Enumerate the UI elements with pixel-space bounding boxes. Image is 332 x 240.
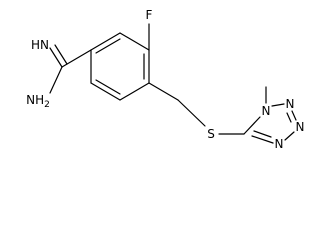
tetrazole-n1-n2 [271, 103, 285, 107]
imine-label: HN [31, 38, 49, 52]
fluorine-label: F [146, 8, 153, 22]
amine-main: NH [26, 93, 44, 107]
tetrazole-n3-n4 [284, 131, 295, 141]
c-n-double-bond-a [49, 47, 63, 68]
tetrazole-n4-label: N [275, 137, 284, 151]
ring-bond-top-left [90, 32, 121, 51]
bonds [49, 23, 297, 144]
ring-bond-top-right [119, 32, 150, 51]
c-n-double-bond-b [54, 44, 68, 65]
ch2-to-s-bond [177, 99, 206, 127]
amine-label: NH2 [26, 93, 50, 110]
tetrazole-n2-n3 [291, 110, 297, 121]
ring-bond-bottom-left-inner [95, 79, 121, 95]
tetrazole-n4-c5-inner [253, 130, 272, 138]
tetrazole-n3-label: N [296, 120, 305, 134]
molecule-structure: HN F NH2 S N N N N [26, 8, 305, 151]
tetrazole-n2-n3-inner [286, 112, 292, 123]
ring-bond-top-left-inner [95, 38, 121, 54]
amine-subscript: 2 [44, 100, 50, 110]
tetrazole-n1-label: N [262, 104, 271, 118]
tetrazole-n2-label: N [286, 97, 295, 111]
c-nh2-bond [49, 66, 63, 94]
tetrazole-c5-n1 [243, 116, 261, 135]
ring-bond-bottom-right [119, 82, 150, 101]
ring-to-amidine-bond [61, 49, 92, 68]
ring-to-ch2-bond [148, 82, 179, 101]
ring-bond-bottom-left [90, 82, 121, 101]
tetrazole-n4-c5 [251, 135, 274, 144]
sulfur-label: S [207, 127, 215, 141]
